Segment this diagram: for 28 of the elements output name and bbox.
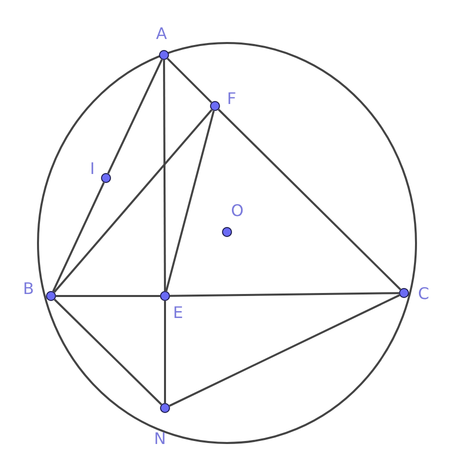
line-segment [52,182,105,292]
point-marker [222,227,232,237]
point-marker [159,50,169,60]
line-segment [218,108,402,290]
point-marker [101,173,111,183]
point-label: I [90,160,95,178]
point-label: A [156,25,167,43]
line-segment [169,294,400,407]
point-label: O [231,202,244,220]
line-segment [54,109,212,293]
point-marker [160,291,170,301]
point-label: F [227,90,236,108]
line-segment [166,58,212,104]
line-segment [170,292,400,297]
point-label: N [154,430,166,448]
point-label: C [418,285,430,303]
point-label: E [173,304,184,322]
point-marker [160,403,170,413]
point-label: B [23,280,34,298]
point-marker [210,101,220,111]
line-segment [107,59,163,174]
line-segment [56,295,160,297]
line-segment [165,110,215,292]
point-marker [399,288,409,298]
point-marker [46,291,56,301]
line-segment [163,60,166,291]
line-segment [54,298,162,406]
line-segment [164,301,166,403]
